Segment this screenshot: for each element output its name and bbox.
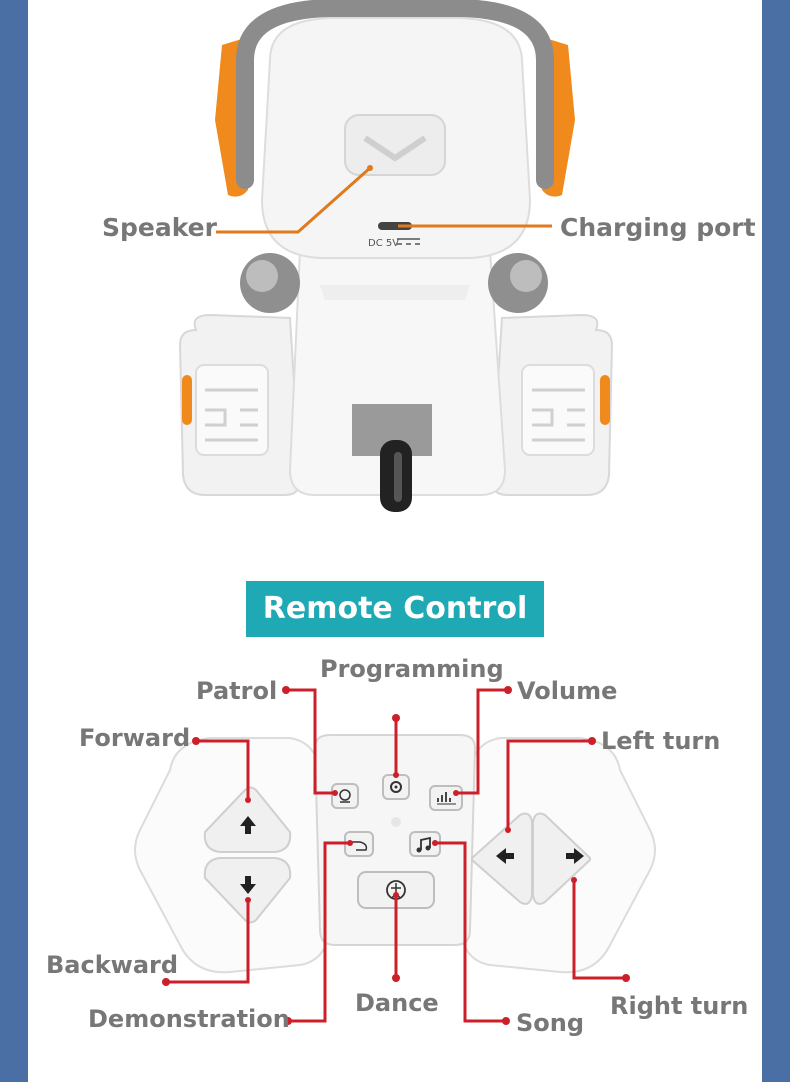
left-turn-leader — [506, 739, 592, 830]
left-arrow-icon — [496, 848, 514, 864]
demonstration-leader — [288, 841, 350, 1023]
patrol-label: Patrol — [196, 677, 278, 705]
right-turn-leader — [572, 880, 626, 980]
song-leader — [435, 841, 506, 1023]
volume-label: Volume — [517, 677, 618, 705]
charging-port-label: Charging port — [560, 213, 756, 242]
remote-control-banner: Remote Control — [246, 581, 544, 637]
song-icon — [416, 836, 431, 853]
remote-leader-lines — [166, 688, 626, 1023]
backward-leader — [166, 900, 250, 984]
volume-leader — [456, 688, 508, 795]
speaker-label: Speaker — [102, 213, 217, 242]
backward-label: Backward — [46, 951, 179, 979]
up-arrow-icon — [240, 816, 256, 834]
speaker-leader — [216, 166, 371, 234]
right-side-band — [762, 0, 790, 1082]
right-turn-label: Right turn — [610, 992, 749, 1020]
volume-icon — [437, 792, 456, 805]
patrol-leader — [286, 688, 335, 795]
demonstration-label: Demonstration — [88, 1005, 290, 1033]
programming-icon — [390, 781, 402, 793]
forward-label: Forward — [79, 724, 191, 752]
left-turn-label: Left turn — [601, 727, 721, 755]
port-marking: DC 5V — [368, 238, 399, 249]
robot-image: DC 5V — [178, 0, 614, 512]
forward-leader — [196, 739, 250, 800]
demonstration-icon — [352, 841, 368, 851]
right-arrow-icon — [566, 848, 584, 864]
dance-label: Dance — [355, 989, 439, 1017]
left-side-band — [0, 0, 28, 1082]
song-label: Song — [516, 1009, 585, 1037]
patrol-icon — [339, 789, 351, 803]
programming-label: Programming — [320, 655, 504, 683]
down-arrow-icon — [240, 876, 256, 894]
